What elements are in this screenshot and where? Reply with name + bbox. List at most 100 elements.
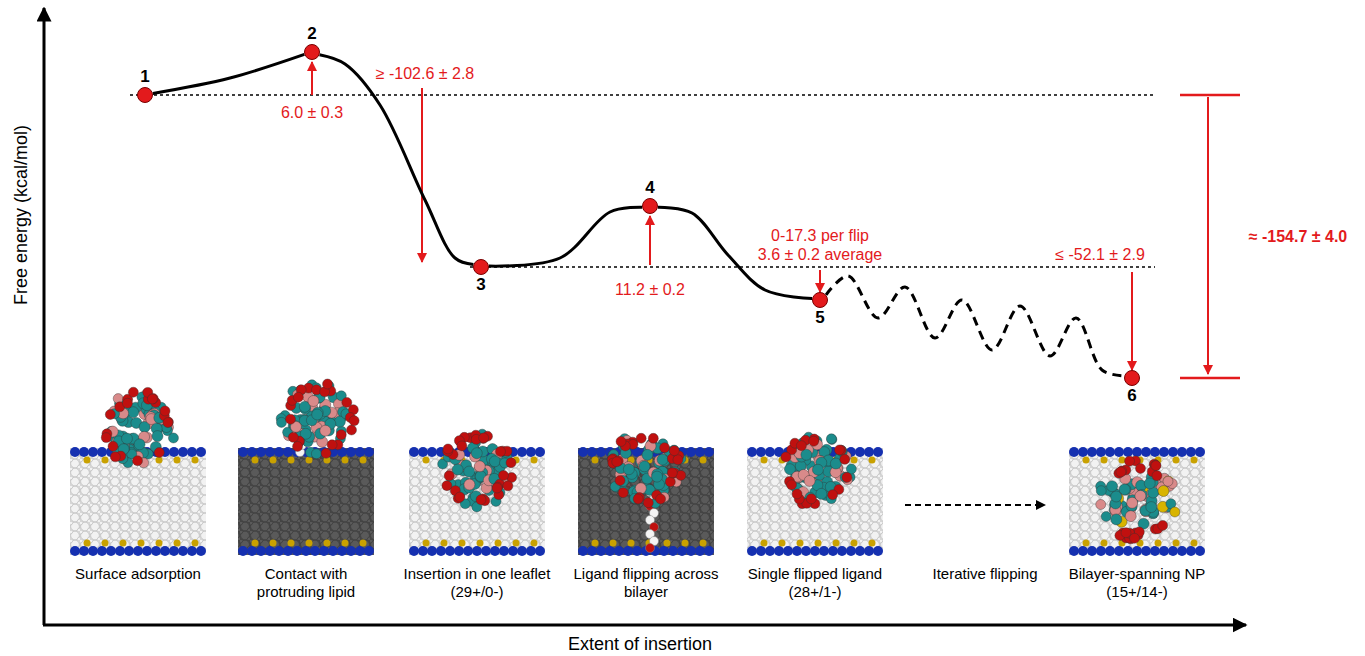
lipid-head bbox=[700, 457, 707, 464]
lipid-head bbox=[270, 540, 277, 547]
lipid-head bbox=[477, 540, 484, 547]
lipid-tails bbox=[70, 448, 206, 555]
state-number: 2 bbox=[307, 24, 316, 44]
lipid-head bbox=[328, 546, 338, 556]
lipid-head bbox=[174, 540, 181, 547]
nanoparticle-bead bbox=[1125, 456, 1135, 466]
nanoparticle-bead bbox=[638, 460, 649, 471]
lipid-head bbox=[490, 546, 500, 556]
lipid-head bbox=[1123, 447, 1133, 457]
lipid-head bbox=[88, 447, 98, 457]
lipid-head bbox=[1083, 540, 1090, 547]
panel-caption: Ligand flipping across bilayer bbox=[571, 565, 721, 601]
lipid-head bbox=[873, 447, 883, 457]
lipid-head bbox=[79, 447, 89, 457]
nanoparticle-bead bbox=[133, 456, 143, 466]
lipid-head bbox=[756, 447, 766, 457]
nanoparticle-bead bbox=[1170, 507, 1180, 517]
lipid-head bbox=[364, 546, 374, 556]
nanoparticle-bead bbox=[827, 435, 837, 445]
nanoparticle-bead bbox=[163, 418, 173, 428]
panel-caption: Insertion in one leaflet (29+/0-) bbox=[402, 565, 552, 601]
energy-value: 6.0 ± 0.3 bbox=[279, 103, 345, 122]
lipid-head bbox=[1191, 540, 1198, 547]
lipid-head bbox=[169, 447, 179, 457]
state-point: 3 bbox=[473, 259, 489, 275]
reference-level bbox=[470, 266, 1155, 268]
lipid-head bbox=[427, 546, 437, 556]
lipid-head bbox=[819, 546, 829, 556]
nanoparticle-bead bbox=[1163, 476, 1173, 486]
lipid-head bbox=[1168, 447, 1178, 457]
lipid-head bbox=[1168, 546, 1178, 556]
energy-value: 11.2 ± 0.2 bbox=[613, 280, 687, 299]
lipid-head bbox=[102, 457, 109, 464]
lipid-head bbox=[346, 447, 356, 457]
lipid-head bbox=[1150, 546, 1160, 556]
lipid-tails bbox=[747, 448, 883, 555]
lipid-head bbox=[192, 457, 199, 464]
lipid-head bbox=[499, 546, 509, 556]
lipid-head bbox=[1123, 546, 1133, 556]
state-point: 1 bbox=[137, 87, 153, 103]
lipid-head bbox=[70, 546, 80, 556]
y-axis bbox=[43, 8, 46, 625]
lipid-head bbox=[508, 546, 518, 556]
nanoparticle-bead bbox=[293, 441, 303, 451]
lipid-head bbox=[436, 546, 446, 556]
lipid-head bbox=[133, 546, 143, 556]
state-number: 1 bbox=[140, 67, 149, 87]
nanoparticle-bead bbox=[1096, 486, 1106, 496]
lipid-head bbox=[495, 540, 502, 547]
lipid-head bbox=[463, 546, 473, 556]
nanoparticle-bead bbox=[804, 475, 815, 486]
energy-curve bbox=[826, 276, 1124, 376]
energy-value: ≥ -102.6 ± 2.8 bbox=[374, 64, 477, 83]
lipid-head bbox=[274, 447, 284, 457]
lipid-head bbox=[156, 540, 163, 547]
lipid-head bbox=[855, 447, 865, 457]
lipid-head bbox=[1141, 447, 1151, 457]
lipid-head bbox=[765, 447, 775, 457]
lipid-head bbox=[459, 540, 466, 547]
lipid-head bbox=[610, 540, 617, 547]
nanoparticle-bead bbox=[648, 433, 658, 443]
nanoparticle-bead bbox=[652, 471, 663, 482]
lipid-head bbox=[1132, 546, 1142, 556]
lipid-head bbox=[851, 540, 858, 547]
nanoparticle-bead bbox=[288, 432, 298, 442]
membrane-panel bbox=[578, 433, 714, 556]
lipid-head bbox=[265, 546, 275, 556]
nanoparticle-bead bbox=[1117, 466, 1127, 476]
lipid-head bbox=[864, 546, 874, 556]
lipid-head bbox=[1159, 447, 1169, 457]
lipid-tails bbox=[238, 448, 374, 555]
lipid-head bbox=[423, 540, 430, 547]
nanoparticle-bead bbox=[293, 392, 303, 402]
lipid-head bbox=[70, 447, 80, 457]
lipid-head bbox=[677, 546, 687, 556]
axis-title: Free energy (kcal/mol) bbox=[11, 125, 33, 305]
membrane-panel bbox=[747, 432, 883, 556]
nanoparticle-bead bbox=[796, 441, 806, 451]
lipid-head bbox=[256, 447, 266, 457]
nanoparticle-bead bbox=[781, 452, 791, 462]
lipid-head bbox=[1083, 457, 1090, 464]
lipid-head bbox=[445, 546, 455, 556]
lipid-head bbox=[1195, 546, 1205, 556]
lipid-head bbox=[1173, 540, 1180, 547]
lipid-head bbox=[700, 540, 707, 547]
lipid-head bbox=[319, 546, 329, 556]
nanoparticle-bead bbox=[669, 446, 679, 456]
lipid-head bbox=[292, 546, 302, 556]
lipid-head bbox=[1069, 447, 1079, 457]
state-number: 3 bbox=[476, 275, 485, 295]
nanoparticle-bead bbox=[163, 417, 173, 427]
nanoparticle-bead bbox=[635, 483, 646, 494]
nanoparticle-bead bbox=[108, 441, 118, 451]
nanoparticle-bead bbox=[152, 431, 163, 442]
lipid-head bbox=[587, 546, 597, 556]
lipid-head bbox=[196, 447, 206, 457]
lipid-head bbox=[535, 546, 545, 556]
lipid-head bbox=[360, 540, 367, 547]
